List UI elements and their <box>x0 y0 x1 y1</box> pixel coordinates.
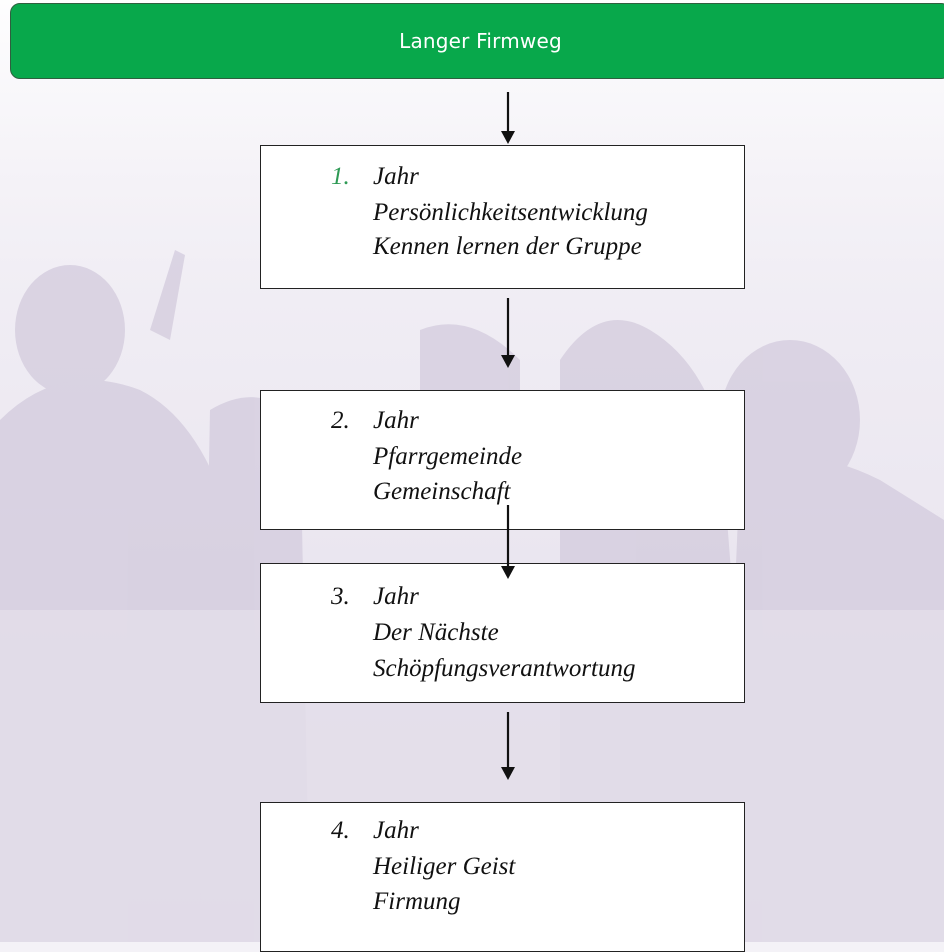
step-number: 2. <box>331 407 350 434</box>
diagram-title: Langer Firmweg <box>399 29 562 53</box>
step-heading: Jahr <box>373 817 419 844</box>
step-box-2: 2. Jahr Pfarrgemeinde Gemeinschaft <box>260 390 745 530</box>
step-box-4: 4. Jahr Heiliger Geist Firmung <box>260 802 745 952</box>
step-heading: Jahr <box>373 163 419 190</box>
step-heading: Jahr <box>373 583 419 610</box>
step-number: 1. <box>331 163 350 190</box>
step-topic: Firmung <box>373 888 461 915</box>
step-topic: Der Nächste <box>373 619 499 646</box>
step-number: 4. <box>331 817 350 844</box>
step-topic: Persönlichkeitsentwicklung <box>373 199 648 226</box>
step-topic: Gemeinschaft <box>373 478 511 505</box>
step-topic: Kennen lernen der Gruppe <box>373 233 642 260</box>
step-box-1: 1. Jahr Persönlichkeitsentwicklung Kenne… <box>260 145 745 289</box>
step-topic: Pfarrgemeinde <box>373 443 523 470</box>
step-heading: Jahr <box>373 407 419 434</box>
header-banner: Langer Firmweg <box>10 3 944 79</box>
step-topic: Heiliger Geist <box>373 853 516 880</box>
step-number: 3. <box>331 583 350 610</box>
step-topic: Schöpfungsverantwortung <box>373 655 636 682</box>
step-box-3: 3. Jahr Der Nächste Schöpfungsverantwort… <box>260 563 745 703</box>
